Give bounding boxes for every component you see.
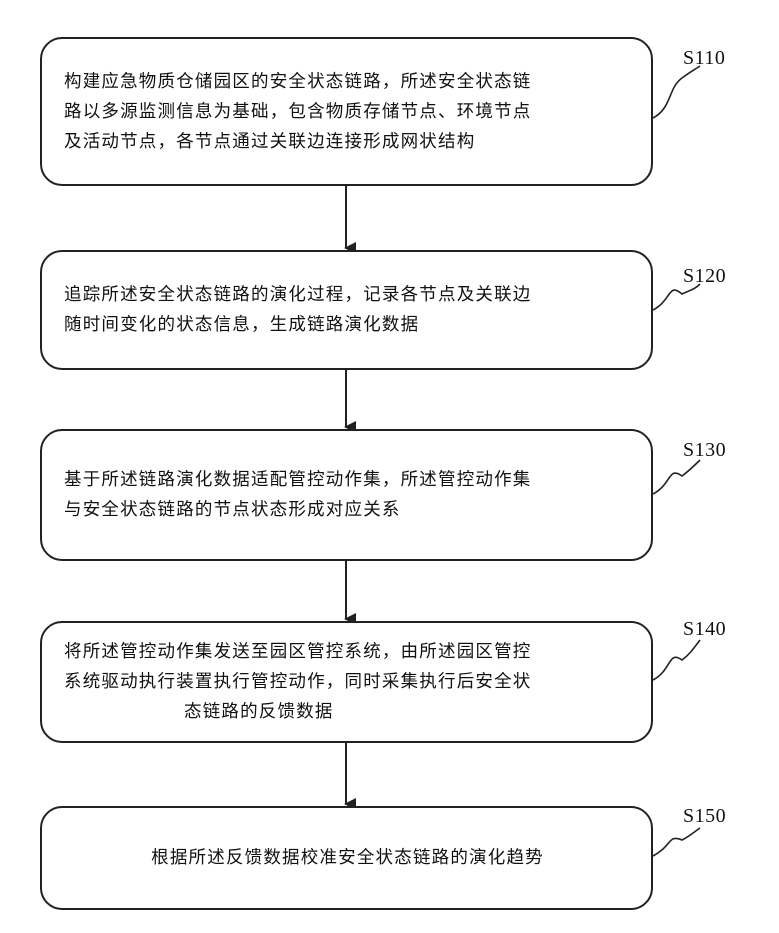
step-box-s130: 基于所述链路演化数据适配管控动作集，所述管控动作集 与安全状态链路的节点状态形成… [40,429,653,561]
step-text-s150: 根据所述反馈数据校准安全状态链路的演化趋势 [64,843,631,873]
step-text-s130: 基于所述链路演化数据适配管控动作集，所述管控动作集 与安全状态链路的节点状态形成… [64,465,631,525]
step-label-s130: S130 [683,439,726,462]
leader-line-s150 [653,828,700,856]
step-box-s150: 根据所述反馈数据校准安全状态链路的演化趋势 [40,806,653,910]
step-box-s140: 将所述管控动作集发送至园区管控系统，由所述园区管控 系统驱动执行装置执行管控动作… [40,621,653,743]
step-label-s110: S110 [683,47,725,70]
step-text-s140: 将所述管控动作集发送至园区管控系统，由所述园区管控 系统驱动执行装置执行管控动作… [64,637,631,727]
leader-line-s140 [653,640,700,680]
step-box-s110: 构建应急物质仓储园区的安全状态链路，所述安全状态链 路以多源监测信息为基础，包含… [40,37,653,186]
step-label-s140: S140 [683,618,726,641]
step-text-s110: 构建应急物质仓储园区的安全状态链路，所述安全状态链 路以多源监测信息为基础，包含… [64,67,631,157]
step-label-s150: S150 [683,805,726,828]
leader-line-s130 [653,460,700,494]
step-text-s120: 追踪所述安全状态链路的演化过程，记录各节点及关联边 随时间变化的状态信息，生成链… [64,280,631,340]
leader-line-s110 [653,66,700,118]
step-box-s120: 追踪所述安全状态链路的演化过程，记录各节点及关联边 随时间变化的状态信息，生成链… [40,250,653,370]
step-label-s120: S120 [683,265,726,288]
